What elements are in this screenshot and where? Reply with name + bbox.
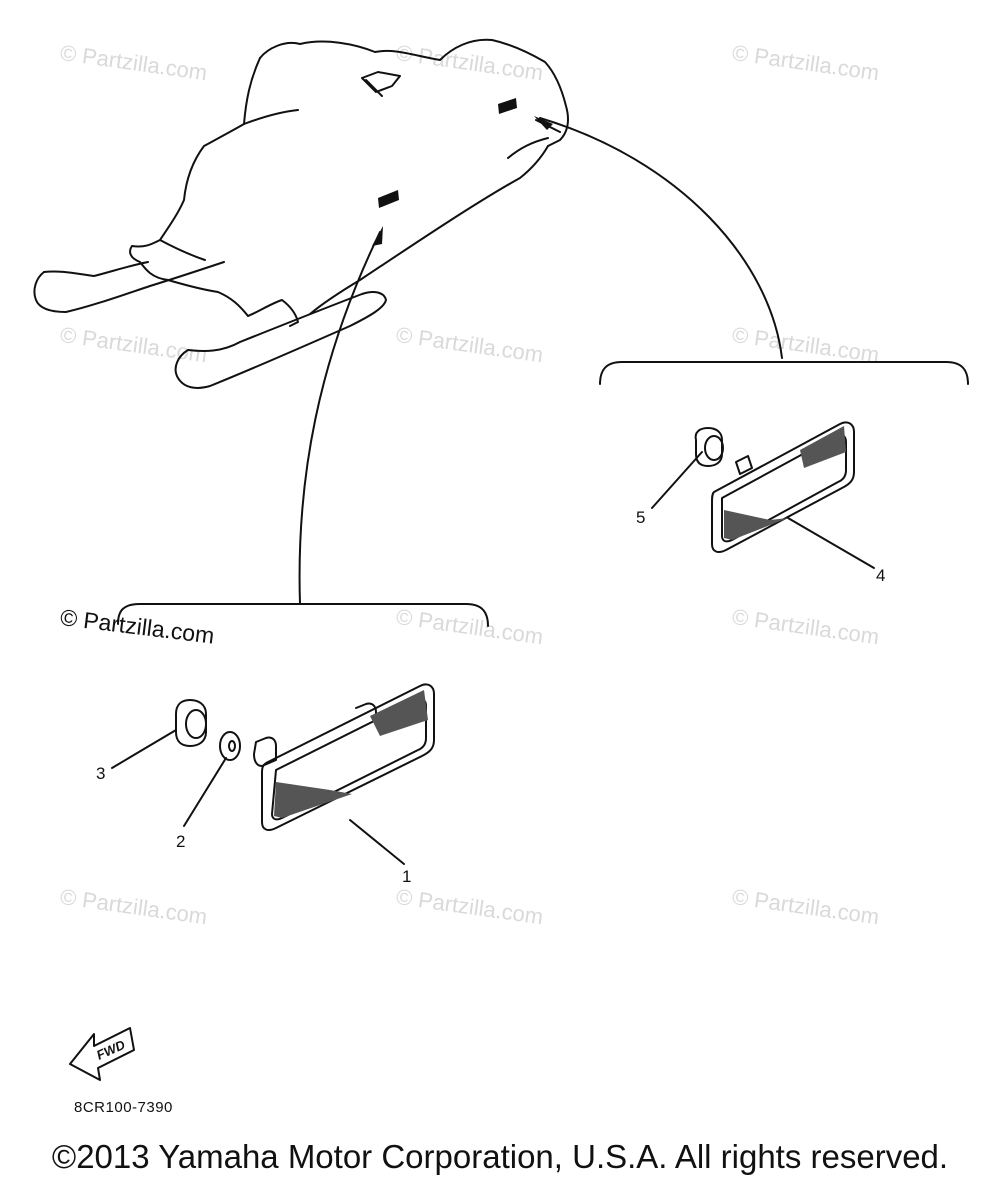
washer [219,731,241,761]
callout-line-4 [787,517,875,569]
leader-front [298,231,381,605]
nut-front [175,699,207,747]
leader-front-arrowhead [372,226,383,246]
callout-line-5 [651,451,703,509]
bracket-front [117,603,489,627]
reflector-rear-texture [724,426,846,540]
snowmobile-outline [33,38,569,389]
nut-rear [694,427,724,467]
callout-5: 5 [636,508,646,527]
bracket-rear [599,361,969,385]
leader-rear-arrowhead [534,116,553,130]
callout-line-2 [183,757,227,827]
reflector-location-marks [378,98,517,208]
copyright-notice: ©2013 Yamaha Motor Corporation, U.S.A. A… [51,1138,949,1175]
callout-line-1 [349,819,405,865]
fwd-label: FWD [94,1037,128,1063]
callout-2: 2 [176,832,186,851]
reflector-front-texture [274,690,428,818]
fwd-arrow-icon: FWD [69,1027,135,1081]
callout-4: 4 [876,566,886,585]
diagram-code: 8CR100-7390 [74,1099,173,1116]
leader-rear [539,117,783,359]
callout-1: 1 [402,867,412,886]
callout-line-3 [111,729,177,769]
callout-3: 3 [96,764,106,783]
